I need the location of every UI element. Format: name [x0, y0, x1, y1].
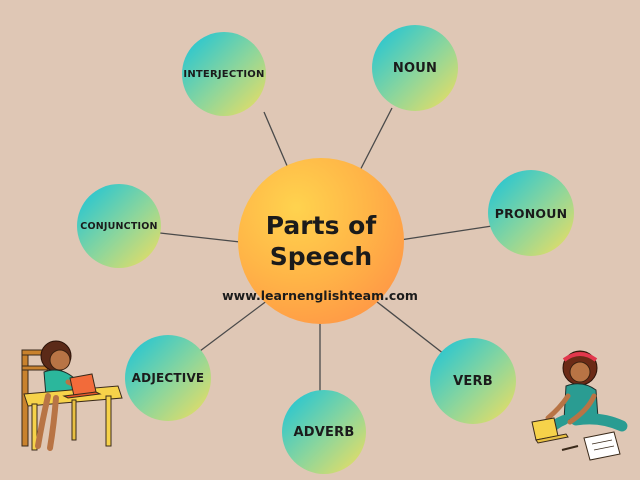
node-verb: VERB: [430, 338, 516, 424]
node-label-interjection: INTERJECTION: [183, 68, 265, 80]
node-label-conjunction: CONJUNCTION: [80, 220, 158, 232]
website-url: www.learnenglishteam.com: [222, 288, 418, 303]
node-conjunction: CONJUNCTION: [77, 184, 161, 268]
edge-adjective: [195, 299, 269, 355]
node-pronoun: PRONOUN: [488, 170, 574, 256]
girl-at-desk-illustration: [21, 340, 123, 451]
node-label-pronoun: PRONOUN: [494, 205, 568, 221]
node-noun: NOUN: [372, 25, 458, 111]
node-label-noun: NOUN: [392, 60, 438, 76]
center-node: Parts of Speech: [238, 158, 404, 324]
edge-conjunction: [159, 232, 241, 243]
node-label-adjective: ADJECTIVE: [131, 371, 205, 385]
node-label-adverb: ADVERB: [293, 424, 355, 440]
edge-verb: [371, 297, 445, 355]
node-label-verb: VERB: [453, 373, 493, 389]
girl-on-floor-illustration: [531, 350, 628, 461]
node-adjective: ADJECTIVE: [125, 335, 211, 421]
node-adverb: ADVERB: [282, 390, 366, 474]
node-interjection: INTERJECTION: [182, 32, 266, 116]
edge-pronoun: [399, 225, 493, 241]
center-title: Parts of Speech: [265, 211, 377, 271]
